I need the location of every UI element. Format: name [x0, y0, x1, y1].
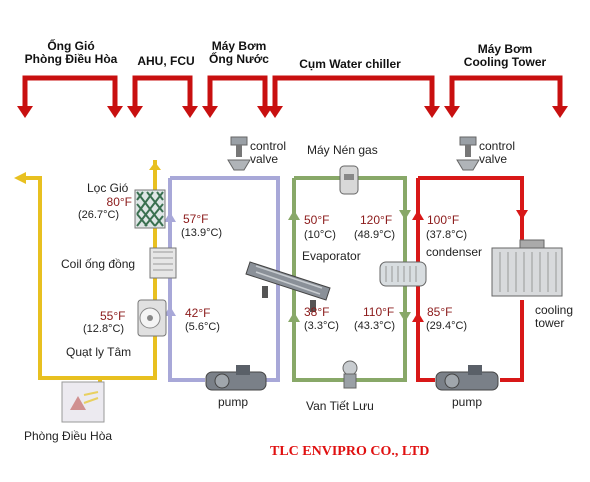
- label-condenser: condenser: [426, 245, 483, 259]
- fan-icon: [137, 299, 167, 337]
- arrow-ong-gio: [22, 75, 118, 112]
- label-phong: Phòng Điều Hòa: [24, 429, 113, 443]
- temp-37c: (37.8°C): [426, 229, 468, 241]
- room-icon: [61, 381, 105, 423]
- temp-38f: 38°F: [304, 305, 330, 319]
- coil-icon: [149, 247, 177, 279]
- temp-5c: (5.6°C): [185, 321, 220, 333]
- cooling-tower-icon: [491, 239, 563, 297]
- pump-icon: [435, 365, 499, 391]
- air-loop-arrow: [14, 172, 26, 184]
- temp-12c: (12.8°C): [83, 323, 125, 335]
- label-quat: Quạt ly Tâm: [66, 345, 132, 359]
- temp-3c: (3.3°C): [304, 320, 339, 332]
- temp-100f: 100°F: [427, 213, 460, 227]
- temp-80f: 80°F: [106, 195, 132, 209]
- label-pump-2: pump: [452, 395, 483, 409]
- brand-name: TLC ENVIPRO CO., LTD: [270, 444, 430, 459]
- temp-43c: (43.3°C): [354, 320, 396, 332]
- temp-26c: (26.7°C): [78, 209, 120, 221]
- temp-57f: 57°F: [183, 212, 209, 226]
- valve-icon: [227, 136, 251, 171]
- header-ahu: AHU, FCU: [137, 54, 195, 68]
- temp-42f: 42°F: [185, 306, 211, 320]
- temp-50f: 50°F: [304, 213, 330, 227]
- temp-13c: (13.9°C): [181, 227, 223, 239]
- label-van-tiet-luu: Van Tiết Lưu: [306, 399, 374, 413]
- evaporator-icon: [245, 261, 331, 312]
- arrow-chiller: [272, 75, 435, 112]
- temp-110f: 110°F: [363, 305, 395, 319]
- temp-29c: (29.4°C): [426, 320, 468, 332]
- arrow-bom-tower: [449, 75, 563, 112]
- label-may-nen: Máy Nén gas: [307, 143, 378, 157]
- header-arrows: [22, 75, 563, 112]
- condenser-icon: [379, 261, 427, 287]
- temp-10c: (10°C): [304, 229, 336, 241]
- temp-48c: (48.9°C): [354, 229, 396, 241]
- temp-120f: 120°F: [360, 213, 393, 227]
- label-loc-gio: Lọc Gió: [87, 181, 129, 195]
- pump-icon: [205, 365, 267, 391]
- temp-85f: 85°F: [427, 305, 453, 319]
- temp-55f: 55°F: [100, 309, 126, 323]
- expansion-valve-icon: [342, 360, 358, 389]
- compressor-icon: [339, 165, 359, 195]
- header-arrowheads: [17, 106, 568, 118]
- label-evaporator: Evaporator: [302, 249, 361, 263]
- label-pump-1: pump: [218, 395, 249, 409]
- arrow-ahu: [132, 75, 193, 112]
- label-coil: Coil ống đồng: [61, 257, 136, 271]
- valve-icon: [456, 136, 480, 171]
- arrow-bom-nuoc: [207, 75, 268, 112]
- air-filter-icon: [134, 189, 166, 229]
- header-chiller: Cụm Water chiller: [299, 57, 401, 71]
